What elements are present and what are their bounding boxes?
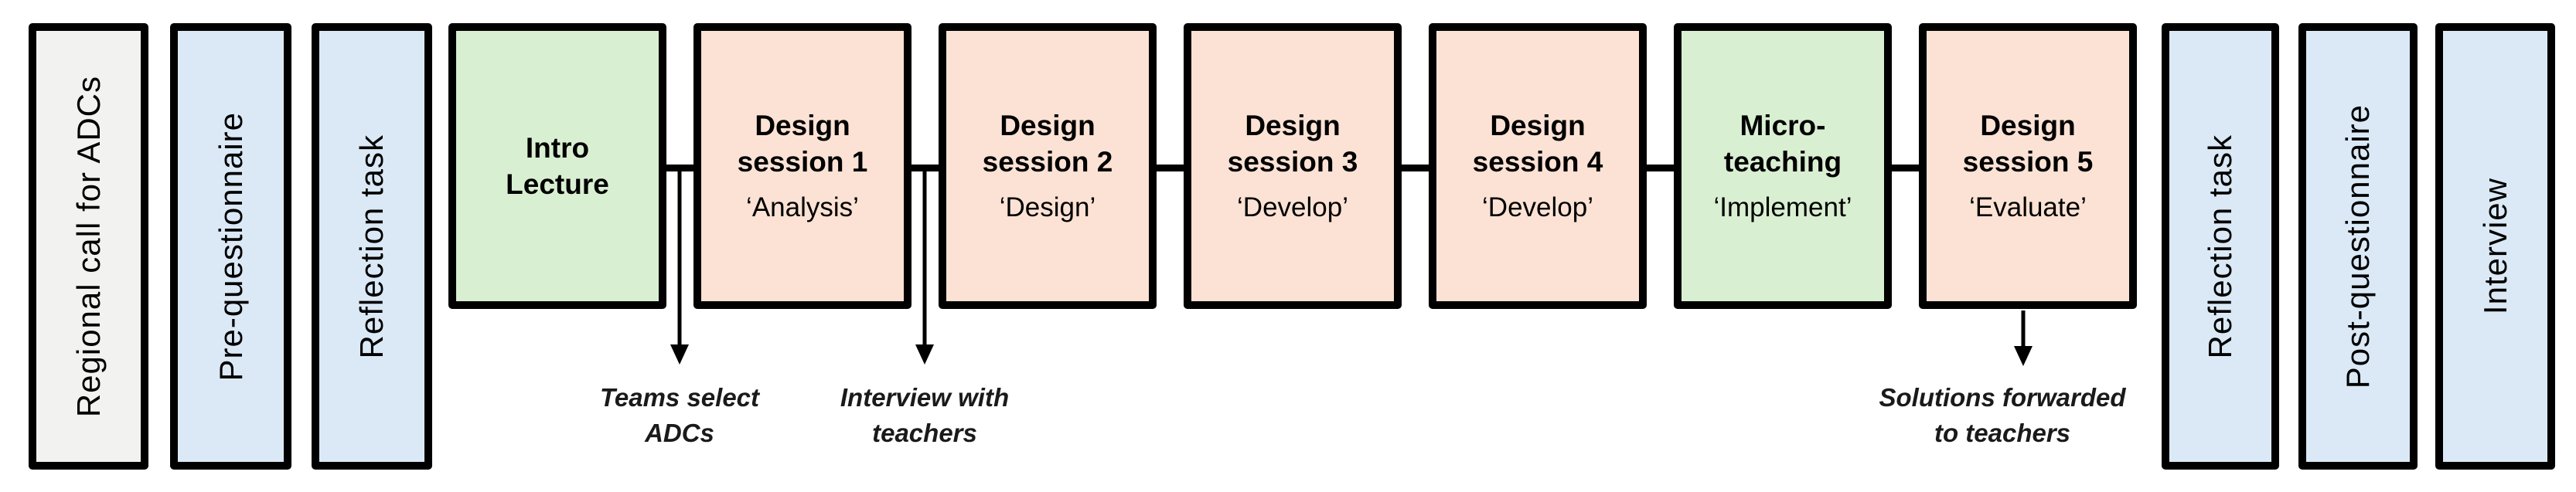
box-design-session-2: Design session 2 ‘Design’ — [939, 23, 1157, 309]
annotation-interview-with-teachers: Interview with teachers — [840, 383, 1010, 447]
box-title: Design session 3 — [1227, 110, 1358, 178]
box-design-session-4: Design session 4 ‘Develop’ — [1429, 23, 1647, 309]
box-reflection-task-pre: Reflection task — [312, 23, 432, 470]
box-design-session-5: Design session 5 ‘Evaluate’ — [1919, 23, 2137, 309]
connector-line — [662, 165, 698, 171]
arrow-stem — [2021, 310, 2026, 346]
box-title: Intro Lecture — [506, 132, 609, 200]
box-pre-questionnaire: Pre-questionnaire — [170, 23, 291, 470]
box-label: Pre-questionnaire — [212, 111, 249, 382]
box-regional-call-for-adcs: Regional call for ADCs — [29, 23, 148, 470]
box-title: Design session 2 — [982, 110, 1113, 178]
box-subtitle: ‘Develop’ — [1482, 192, 1593, 222]
box-label: Reflection task — [353, 134, 390, 359]
box-micro-teaching: Micro- teaching ‘Implement’ — [1674, 23, 1892, 309]
arrowhead-icon — [2014, 346, 2033, 366]
box-design-session-1: Design session 1 ‘Analysis’ — [693, 23, 911, 309]
box-label: Post-questionnaire — [2339, 103, 2376, 389]
box-title: Design session 4 — [1472, 110, 1603, 178]
box-label: Reflection task — [2202, 134, 2238, 359]
annotation-teams-select-adcs: Teams select ADCs — [599, 383, 760, 447]
connector-line — [1397, 165, 1433, 171]
box-subtitle: ‘Design’ — [999, 192, 1096, 222]
box-interview: Interview — [2435, 23, 2555, 470]
box-subtitle: ‘Evaluate’ — [1969, 192, 2087, 222]
box-title: Design session 5 — [1962, 110, 2094, 178]
box-subtitle: ‘Analysis’ — [746, 192, 859, 222]
connector-line — [907, 165, 943, 171]
arrowhead-icon — [915, 344, 934, 365]
box-subtitle: ‘Develop’ — [1237, 192, 1348, 222]
down-arrow-interview-with-teachers — [915, 171, 935, 365]
box-reflection-task-post: Reflection task — [2162, 23, 2279, 470]
box-title: Design session 1 — [737, 110, 868, 178]
down-arrow-solutions-forwarded — [2013, 310, 2033, 366]
connector-line — [1887, 165, 1923, 171]
box-intro-lecture: Intro Lecture — [448, 23, 666, 309]
annotation-solutions-forwarded: Solutions forwarded to teachers — [1879, 383, 2126, 447]
connector-line — [1642, 165, 1678, 171]
box-label: Interview — [2476, 178, 2513, 315]
box-label: Regional call for ADCs — [70, 75, 107, 418]
box-design-session-3: Design session 3 ‘Develop’ — [1184, 23, 1402, 309]
box-title: Micro- teaching — [1723, 110, 1842, 178]
arrow-stem — [922, 171, 927, 346]
down-arrow-teams-select-adcs — [670, 171, 690, 365]
arrowhead-icon — [670, 344, 689, 365]
connector-line — [1152, 165, 1188, 171]
box-subtitle: ‘Implement’ — [1713, 192, 1852, 222]
box-post-questionnaire: Post-questionnaire — [2298, 23, 2418, 470]
arrow-stem — [677, 171, 682, 346]
